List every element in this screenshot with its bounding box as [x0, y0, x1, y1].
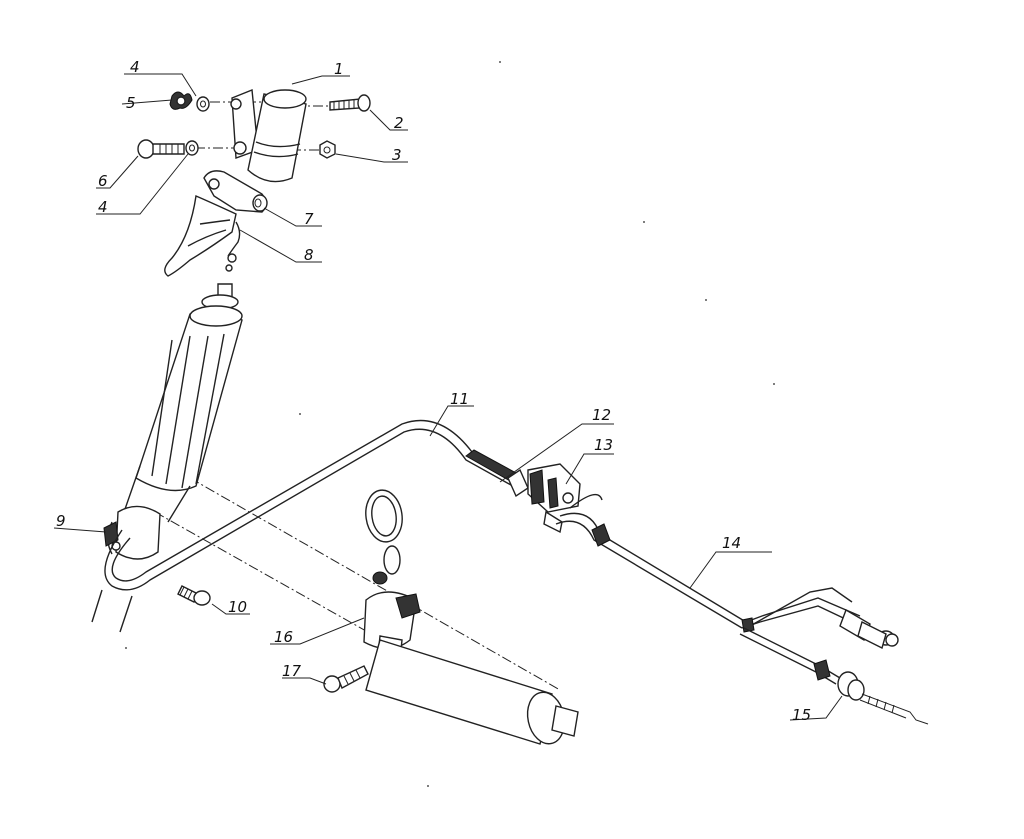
- part-12-collar: [465, 449, 529, 498]
- callout-16: 16: [274, 628, 293, 646]
- callout-15: 15: [792, 706, 811, 724]
- callout-13: 13: [594, 436, 613, 454]
- callout-11: 11: [450, 390, 469, 408]
- callout-17: 17: [282, 662, 302, 680]
- leader-lines: [53, 73, 843, 721]
- part-6-bolt: [137, 139, 185, 159]
- part-5-wing-nut: [169, 91, 193, 110]
- callout-8: 8: [304, 246, 314, 264]
- part-15-cable-end: [837, 671, 929, 725]
- callout-7: 7: [304, 210, 314, 228]
- lower-shaft: [365, 639, 579, 745]
- callout-3: 3: [392, 146, 402, 164]
- callout-1: 1: [334, 60, 344, 78]
- part-2-screw: [329, 94, 371, 112]
- callout-numbers: 1 2 3 4 4 5 6 7 8 9 10 11 12 13 14 15 16…: [56, 58, 811, 724]
- part-11-main-tube: [91, 419, 525, 633]
- part-10-screw: [177, 585, 211, 606]
- part-1-tube-holder: [230, 89, 307, 183]
- callout-9: 9: [56, 512, 66, 530]
- callout-6: 6: [98, 172, 108, 190]
- part-17-screw: [323, 665, 369, 693]
- part-7-lever-cam: [203, 170, 268, 213]
- callout-5: 5: [126, 94, 136, 112]
- handle-grip: [107, 283, 243, 560]
- part-4-washer-top: [196, 96, 210, 112]
- part-3-nut: [319, 140, 336, 159]
- callout-14: 14: [722, 534, 741, 552]
- callout-4-bottom: 4: [98, 198, 108, 216]
- part-13-bracket: [527, 463, 581, 534]
- part-16-ring-clamp: [363, 489, 421, 662]
- part-8-lever-handle: [164, 194, 241, 277]
- callout-4-top: 4: [130, 58, 140, 76]
- callout-12: 12: [592, 406, 611, 424]
- scan-specks: [125, 61, 775, 787]
- callout-2: 2: [394, 114, 404, 132]
- part-14-cable-assembly: [555, 493, 899, 685]
- part-4-washer-bottom: [185, 140, 199, 156]
- callout-10: 10: [228, 598, 247, 616]
